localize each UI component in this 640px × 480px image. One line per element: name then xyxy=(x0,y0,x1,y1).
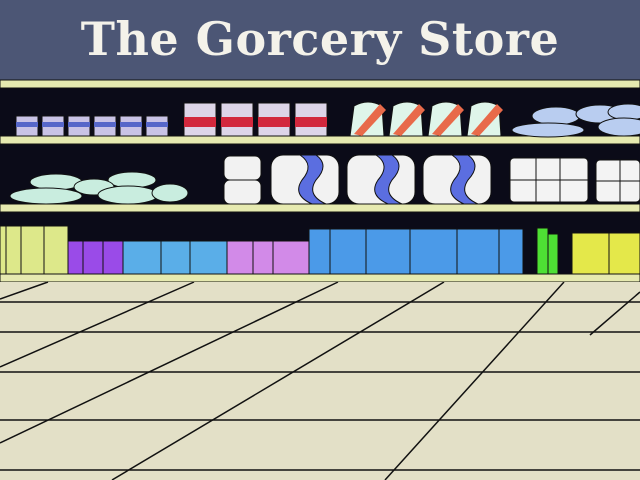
boxes-yellow-left[interactable] xyxy=(0,225,69,275)
can-blue[interactable] xyxy=(93,115,117,137)
bag-mint[interactable] xyxy=(9,187,83,205)
bag-light-blue[interactable] xyxy=(511,122,585,138)
can-blue[interactable] xyxy=(67,115,91,137)
bottom-shelf-products xyxy=(0,225,640,275)
page-title: The Gorcery Store xyxy=(80,12,560,66)
can-blue[interactable] xyxy=(15,115,39,137)
bags-mint-group[interactable] xyxy=(9,171,189,205)
can-blue[interactable] xyxy=(41,115,65,137)
bag-orange[interactable] xyxy=(388,101,425,137)
bag-light-blue[interactable] xyxy=(531,106,581,126)
paper-towel-rolls-group[interactable] xyxy=(223,155,262,205)
can-red[interactable] xyxy=(220,102,254,137)
shelf-board-2 xyxy=(0,203,640,213)
paper-towel-roll[interactable] xyxy=(223,155,262,181)
cans-red-label-group[interactable] xyxy=(183,102,328,137)
bag-orange[interactable] xyxy=(349,101,386,137)
can-red[interactable] xyxy=(257,102,291,137)
boxes-sky-blue[interactable] xyxy=(122,240,228,275)
paper-towel-roll[interactable] xyxy=(223,179,262,205)
white-boxes-group[interactable] xyxy=(509,157,640,203)
boxes-yellow-right[interactable] xyxy=(571,232,640,275)
top-shelf-products xyxy=(15,101,640,138)
shelf-board-3 xyxy=(0,273,640,283)
header-banner xyxy=(0,0,640,80)
bag-blue-wave[interactable] xyxy=(346,154,416,205)
can-blue[interactable] xyxy=(145,115,169,137)
bags-blue-wave-group[interactable] xyxy=(270,154,492,205)
bag-orange[interactable] xyxy=(466,101,503,137)
bag-mint[interactable] xyxy=(151,183,189,203)
bottles-green[interactable] xyxy=(536,227,559,275)
bag-orange[interactable] xyxy=(427,101,464,137)
floor xyxy=(0,281,640,480)
bags-orange-stripe-group[interactable] xyxy=(349,101,503,137)
bags-light-blue-group[interactable] xyxy=(511,103,640,138)
can-blue[interactable] xyxy=(119,115,143,137)
bag-mint[interactable] xyxy=(97,185,159,205)
bag-light-blue[interactable] xyxy=(597,117,640,137)
boxes-blue[interactable] xyxy=(308,228,524,275)
middle-shelf-products xyxy=(9,154,640,205)
can-red[interactable] xyxy=(294,102,328,137)
boxes-lilac[interactable] xyxy=(226,240,310,275)
bag-blue-wave[interactable] xyxy=(270,154,340,205)
boxes-purple[interactable] xyxy=(67,240,124,275)
cans-blue-label-group[interactable] xyxy=(15,115,169,137)
can-red[interactable] xyxy=(183,102,217,137)
shelf-board-top xyxy=(0,79,640,89)
bag-blue-wave[interactable] xyxy=(422,154,492,205)
